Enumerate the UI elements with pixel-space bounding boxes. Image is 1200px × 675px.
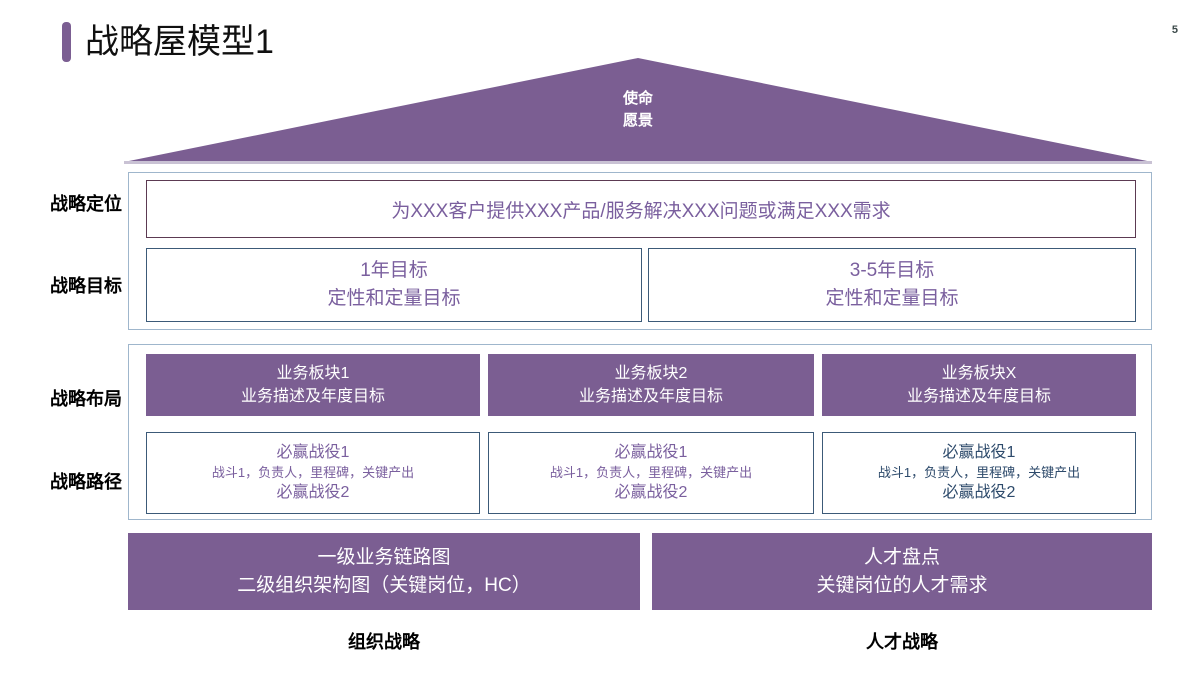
goal-1-line-2: 定性和定量目标: [327, 288, 461, 309]
strategy-positioning-box[interactable]: 为XXX客户提供XXX产品/服务解决XXX问题或满足XXX需求: [146, 180, 1136, 238]
row-label-path: 战略路径: [50, 472, 122, 492]
title-accent-bar: [62, 22, 71, 62]
business-segment-box-3[interactable]: 业务板块X 业务描述及年度目标: [822, 354, 1136, 416]
foundation-box-organization[interactable]: 一级业务链路图 二级组织架构图（关键岗位，HC）: [128, 533, 640, 610]
row-label-layout: 战略布局: [50, 389, 122, 409]
foundation-box-talent[interactable]: 人才盘点 关键岗位的人才需求: [652, 533, 1152, 610]
row-label-positioning: 战略定位: [50, 194, 122, 214]
business-segment-box-1[interactable]: 业务板块1 业务描述及年度目标: [146, 354, 480, 416]
path-2-line-2: 战斗1，负责人，里程碑，关键产出: [549, 465, 753, 481]
strategy-goal-box-1[interactable]: 1年目标 定性和定量目标: [146, 248, 642, 322]
path-3-line-2: 战斗1，负责人，里程碑，关键产出: [877, 465, 1081, 481]
segment-1-line-1: 业务板块1: [276, 364, 350, 382]
page-title: 战略屋模型1: [85, 23, 274, 61]
caption-talent-strategy: 人才战略: [866, 632, 938, 652]
segment-3-line-1: 业务板块X: [941, 364, 1017, 382]
foundation-1-line-2: 二级组织架构图（关键岗位，HC）: [237, 574, 531, 596]
path-1-line-2: 战斗1，负责人，里程碑，关键产出: [211, 465, 415, 481]
goal-2-line-1: 3-5年目标: [849, 260, 935, 282]
goal-2-line-2: 定性和定量目标: [825, 288, 959, 309]
strategy-path-box-1[interactable]: 必赢战役1 战斗1，负责人，里程碑，关键产出 必赢战役2: [146, 432, 480, 514]
path-2-line-1: 必赢战役1: [614, 443, 688, 461]
roof-triangle-shape: [124, 58, 1152, 164]
slide-title-bar: 战略屋模型1: [62, 22, 274, 62]
path-3-line-1: 必赢战役1: [942, 443, 1016, 461]
foundation-2-line-1: 人才盘点: [863, 546, 940, 568]
business-segment-box-2[interactable]: 业务板块2 业务描述及年度目标: [488, 354, 814, 416]
page-number: 5: [1171, 24, 1178, 36]
strategy-path-box-2[interactable]: 必赢战役1 战斗1，负责人，里程碑，关键产出 必赢战役2: [488, 432, 814, 514]
strategy-path-box-3[interactable]: 必赢战役1 战斗1，负责人，里程碑，关键产出 必赢战役2: [822, 432, 1136, 514]
path-2-line-3: 必赢战役2: [614, 483, 688, 501]
path-1-line-1: 必赢战役1: [276, 443, 350, 461]
roof-triangle: 使命 愿景: [124, 58, 1152, 164]
caption-organization-strategy: 组织战略: [348, 632, 420, 652]
row-label-goals: 战略目标: [50, 276, 122, 296]
foundation-2-line-2: 关键岗位的人才需求: [816, 574, 988, 596]
goal-1-line-1: 1年目标: [360, 260, 428, 282]
path-1-line-3: 必赢战役2: [276, 483, 350, 501]
segment-2-line-2: 业务描述及年度目标: [578, 388, 723, 405]
strategy-goal-box-2[interactable]: 3-5年目标 定性和定量目标: [648, 248, 1136, 322]
segment-2-line-1: 业务板块2: [614, 364, 688, 382]
path-3-line-3: 必赢战役2: [942, 483, 1016, 501]
segment-1-line-2: 业务描述及年度目标: [240, 388, 385, 405]
strategy-positioning-text: 为XXX客户提供XXX产品/服务解决XXX问题或满足XXX需求: [391, 200, 891, 222]
foundation-1-line-1: 一级业务链路图: [317, 546, 451, 568]
segment-3-line-2: 业务描述及年度目标: [906, 388, 1051, 405]
